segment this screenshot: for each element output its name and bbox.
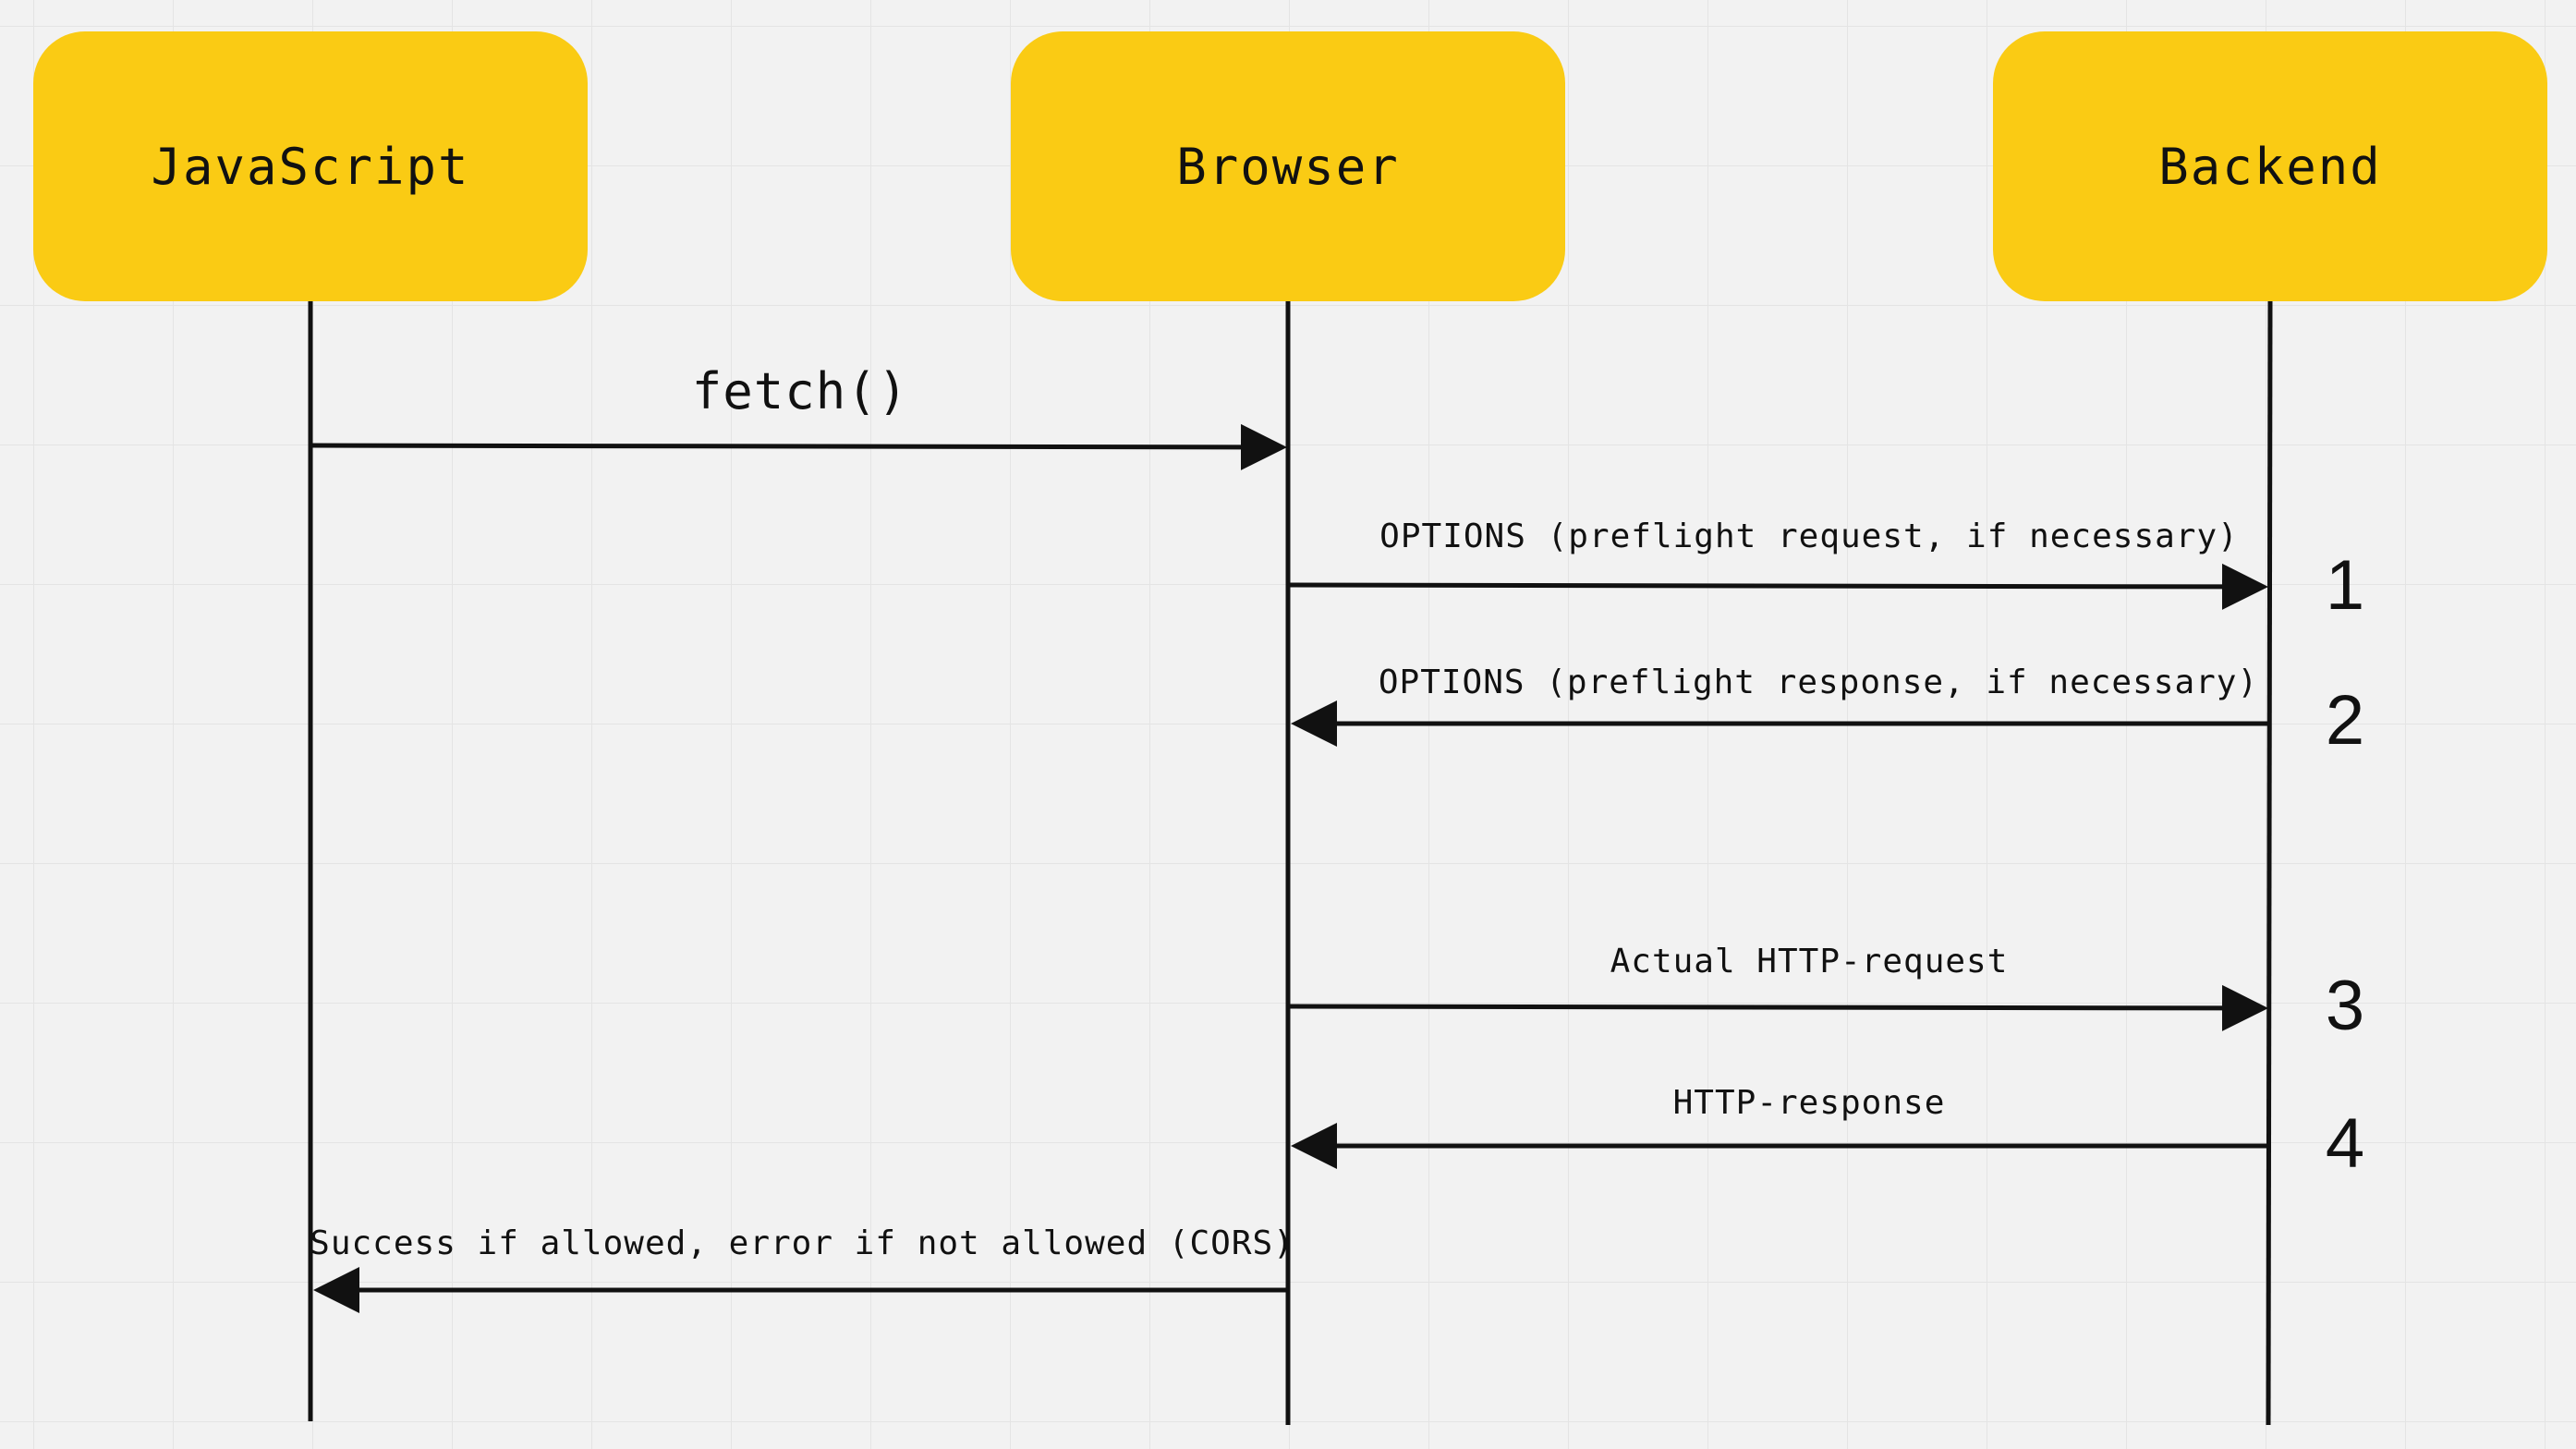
label-actual-request: Actual HTTP-request [1610,943,2009,980]
step-number-3: 3 [2325,967,2365,1045]
actor-javascript-label: JavaScript [151,137,470,196]
arrow-fetch [310,423,1287,470]
step-number-1: 1 [2325,546,2365,625]
label-http-response: HTTP-response [1672,1084,1946,1122]
actor-browser-label: Browser [1176,137,1400,196]
label-preflight-request: OPTIONS (preflight request, if necessary… [1379,518,2239,555]
lifeline-backend [2266,300,2273,1426]
actor-browser-box: Browser [1011,31,1565,301]
arrow-actual-request [1289,984,2268,1031]
label-result: Success if allowed, error if not allowed… [310,1224,1294,1262]
step-number-4: 4 [2325,1104,2365,1183]
label-fetch: fetch() [691,362,909,420]
arrow-preflight-request [1289,563,2268,610]
actor-backend-box: Backend [1993,31,2547,301]
actor-javascript-box: JavaScript [33,31,588,301]
actor-backend-label: Backend [2158,137,2382,196]
step-number-2: 2 [2325,681,2365,760]
label-preflight-response: OPTIONS (preflight response, if necessar… [1378,664,2259,701]
